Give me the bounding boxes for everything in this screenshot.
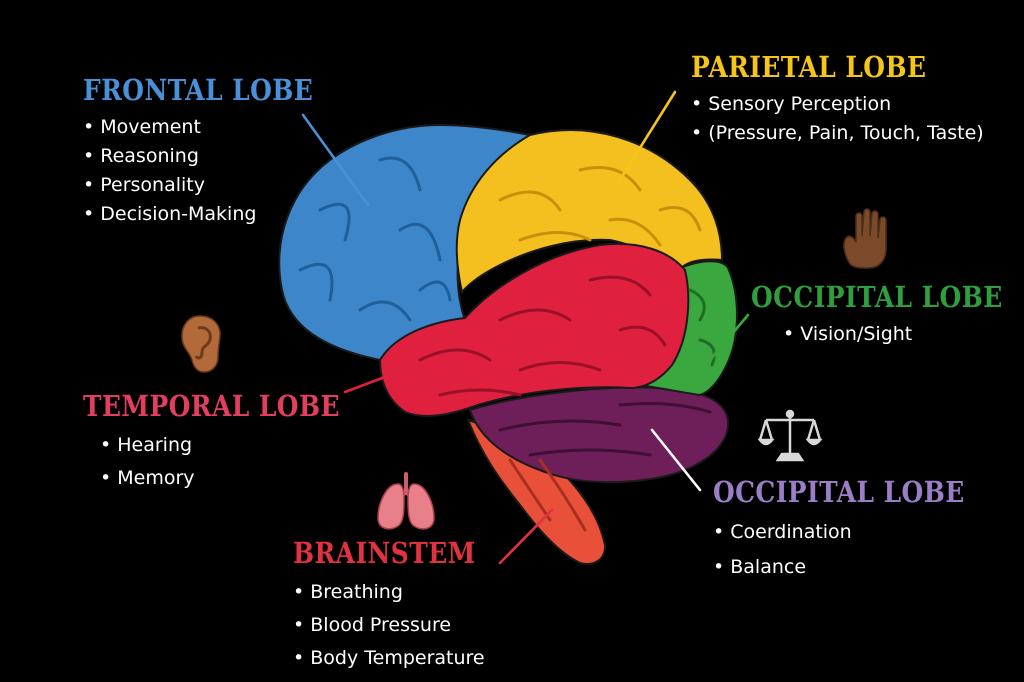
bullet-item: Breathing [293, 576, 505, 609]
occipital-lobe-list: Vision/Sight [783, 320, 1024, 349]
cerebellum-label: OCCIPITAL LOBE CoerdinationBalance [713, 478, 1006, 585]
frontal-lobe-label: FRONTAL LOBE MovementReasoningPersonalit… [83, 76, 351, 229]
temporal-lobe-list: HearingMemory [100, 429, 382, 495]
bullet-item: Sensory Perception [691, 90, 984, 119]
parietal-lobe-list: Sensory Perception(Pressure, Pain, Touch… [691, 90, 984, 148]
cerebellum-region [468, 386, 730, 484]
brain-fold [418, 280, 452, 302]
bullet-item: Hearing [100, 429, 382, 462]
leader-occipital [703, 313, 750, 368]
frontal-lobe-title: FRONTAL LOBE [83, 73, 314, 107]
brain-fold [588, 275, 652, 297]
brainstem-list: BreathingBlood PressureBody Temperature [293, 576, 505, 675]
brain-fold [618, 402, 712, 414]
brain-fold [578, 166, 642, 192]
bullet-item: Movement [83, 113, 351, 142]
brain-fold [658, 206, 702, 232]
brain-fold [498, 419, 622, 432]
brain-fold [298, 262, 334, 302]
brain-fold [538, 458, 587, 532]
brain-fold [518, 361, 602, 372]
parietal-lobe-label: PARIETAL LOBE Sensory Perception(Pressur… [691, 53, 984, 148]
cerebellum-list: CoerdinationBalance [713, 515, 1006, 585]
temporal-lobe-title: TEMPORAL LOBE [83, 389, 340, 423]
brain-fold [398, 222, 442, 262]
brain-fold [518, 231, 592, 242]
bullet-item: Coerdination [713, 515, 1006, 550]
leader-temporal [343, 358, 432, 394]
temporal-lobe-label: TEMPORAL LOBE HearingMemory [83, 392, 382, 495]
hand-icon [843, 208, 887, 269]
brainstem-title: BRAINSTEM [293, 536, 476, 570]
bullet-item: Body Temperature [293, 642, 505, 675]
frontal-lobe-list: MovementReasoningPersonalityDecision-Mak… [83, 113, 351, 229]
bullet-item: Blood Pressure [293, 609, 505, 642]
brain-folds [298, 156, 716, 532]
occipital-lobe-label: OCCIPITAL LOBE Vision/Sight [751, 283, 1024, 349]
bullet-item: (Pressure, Pain, Touch, Taste) [691, 119, 983, 148]
brain-fold [438, 388, 522, 397]
brain-fold [498, 190, 562, 212]
brain-fold [418, 348, 492, 362]
leader-cerebellum [650, 428, 702, 492]
bullet-item: Personality [83, 171, 351, 200]
temporal-region [378, 242, 690, 417]
parietal-lobe-title: PARIETAL LOBE [691, 50, 927, 84]
brain-fold [378, 156, 422, 192]
cerebellum-title: OCCIPITAL LOBE [713, 475, 965, 509]
brain-fold [358, 300, 412, 322]
bullet-item: Reasoning [83, 142, 351, 171]
bullet-item: Balance [713, 550, 1006, 585]
scales-icon [757, 409, 823, 462]
brain-fold [498, 308, 572, 322]
bullet-item: Memory [100, 462, 382, 495]
occipital-lobe-title: OCCIPITAL LOBE [751, 280, 1003, 314]
brain-fold [608, 217, 662, 247]
brain-fold [618, 325, 667, 347]
lungs-icon [377, 472, 435, 530]
brainstem-label: BRAINSTEM BreathingBlood PressureBody Te… [293, 539, 505, 675]
leader-brainstem [498, 508, 554, 565]
bullet-item: Vision/Sight [783, 320, 1024, 349]
brain-fold [528, 448, 652, 457]
ear-icon [181, 315, 221, 373]
bullet-item: Decision-Making [83, 200, 351, 229]
brain-fold [698, 338, 716, 367]
leader-parietal [616, 90, 677, 185]
brain-fold [688, 288, 706, 322]
